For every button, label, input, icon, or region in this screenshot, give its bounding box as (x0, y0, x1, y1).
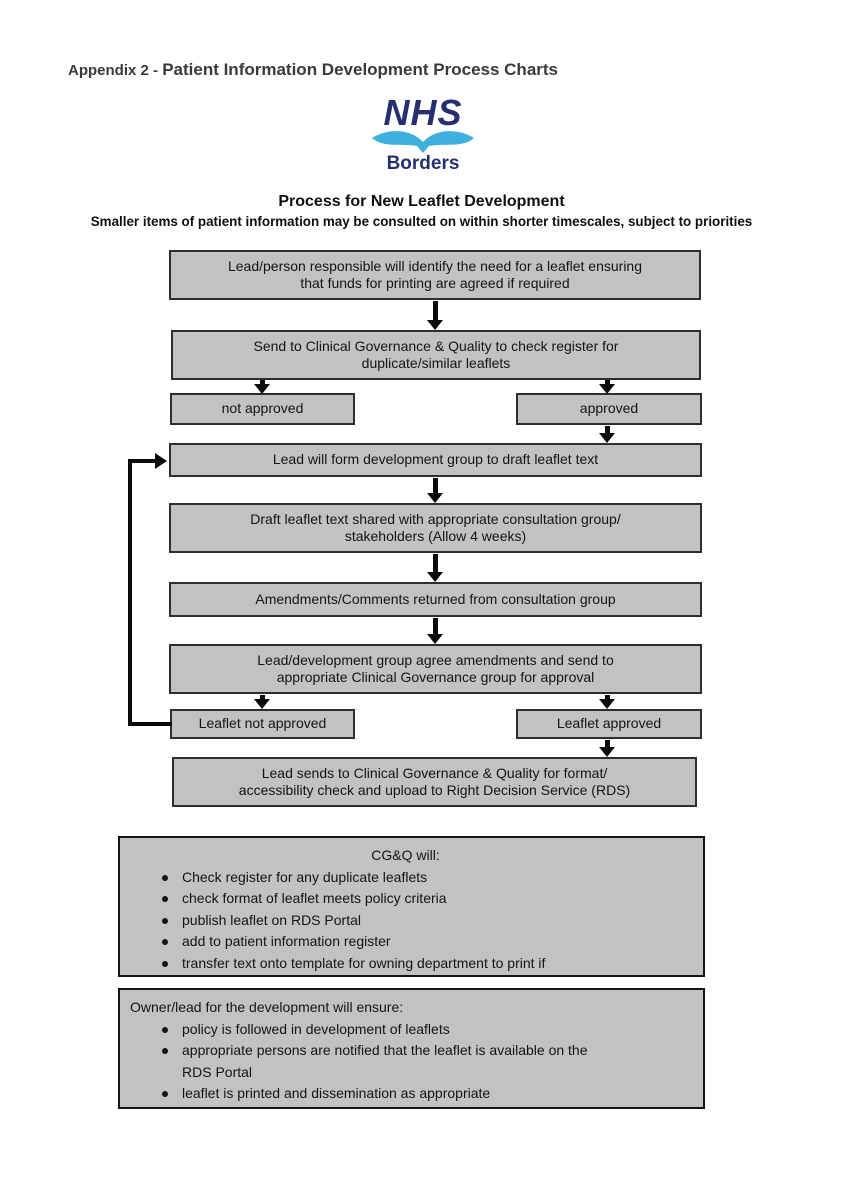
flow-arrow-identify-to-send (427, 301, 443, 330)
list-item: leaflet is printed and dissemination as … (120, 1083, 691, 1105)
list-item: Check register for any duplicate leaflet… (120, 867, 691, 889)
flow-arrow-to-approved (599, 380, 615, 394)
arrow-shaft (604, 426, 610, 433)
bullet-icon (162, 874, 168, 881)
arrow-shaft (604, 695, 610, 699)
arrow-down-icon (427, 320, 443, 330)
flow-arrow-draft-to-amendments (427, 554, 443, 582)
flow-arrow-approved-to-form-group (599, 426, 615, 443)
arrow-down-icon (599, 747, 615, 757)
page-title: Appendix 2 - Patient Information Develop… (68, 60, 558, 80)
process-heading: Process for New Leaflet Development (278, 193, 565, 210)
flow-box-send-to-cgq: Send to Clinical Governance & Quality to… (171, 330, 701, 380)
page-title-prefix: Appendix 2 - (68, 62, 163, 79)
cgq-bullet-4: add to patient information register (182, 933, 391, 949)
flow-arrow-amendments-to-agree (427, 618, 443, 644)
flow-box-form-group: Lead will form development group to draf… (169, 443, 702, 477)
cgq-bullet-5: transfer text onto template for owning d… (182, 954, 546, 971)
cgq-bullet-2: check format of leaflet meets policy cri… (182, 890, 447, 906)
flow-box-amendments-returned: Amendments/Comments returned from consul… (169, 582, 702, 617)
flow-box-identify-need: Lead/person responsible will identify th… (169, 250, 701, 300)
flow-box-draft-shared: Draft leaflet text shared with appropria… (169, 503, 702, 553)
flow-box-leaflet-approved: Leaflet approved (516, 709, 702, 739)
bullet-icon (162, 1048, 168, 1054)
flow-arrow-to-leaflet-not-approved (254, 695, 270, 709)
list-item: publish leaflet on RDS Portal (120, 910, 691, 932)
process-subheading: Smaller items of patient information may… (90, 214, 753, 229)
arrow-shaft (432, 478, 438, 493)
cgq-bullet-3: publish leaflet on RDS Portal (182, 911, 361, 928)
loop-line-top (128, 459, 156, 463)
owner-bullet-1: policy is followed in development of lea… (182, 1020, 450, 1037)
nhs-borders-logo: NHS Borders (353, 92, 493, 175)
nhs-swoosh-icon (372, 131, 474, 153)
flow-arrow-approved-to-format-check (599, 740, 615, 757)
owner-bullet-2: appropriate persons are notified that th… (182, 1042, 588, 1080)
bullet-icon (162, 917, 168, 924)
cgq-responsibilities-box: CG&Q will: Check register for any duplic… (118, 836, 705, 977)
flow-box-not-approved: not approved (170, 393, 355, 425)
bullet-icon (162, 1026, 168, 1033)
bullet-icon (162, 939, 168, 945)
bullet-icon (162, 1091, 168, 1097)
list-item: policy is followed in development of lea… (120, 1019, 691, 1041)
flow-box-approved: approved (516, 393, 702, 425)
arrow-down-icon (254, 384, 270, 394)
page-title-main: Patient Information Development Process … (162, 60, 559, 79)
arrow-right-icon (155, 453, 167, 469)
nhs-logo-text: NHS (383, 92, 463, 133)
owner-responsibilities-box: Owner/lead for the development will ensu… (118, 988, 705, 1109)
list-item: appropriate persons are notified that th… (120, 1040, 691, 1083)
cgq-box-title: CG&Q will: (371, 847, 440, 863)
arrow-shaft (259, 695, 265, 699)
owner-box-title: Owner/lead for the development will ensu… (130, 999, 404, 1015)
flow-box-leaflet-not-approved: Leaflet not approved (170, 709, 355, 739)
flow-arrow-to-not-approved (254, 380, 270, 394)
arrow-shaft (604, 740, 610, 747)
list-item: add to patient information register (120, 931, 691, 953)
arrow-down-icon (427, 493, 443, 503)
cgq-bullet-1: Check register for any duplicate leaflet… (182, 868, 428, 885)
arrow-down-icon (599, 433, 615, 443)
loop-line-vertical (128, 459, 132, 726)
bullet-icon (162, 960, 168, 967)
list-item: check format of leaflet meets policy cri… (120, 888, 691, 910)
logo-org-name: Borders (386, 153, 460, 174)
flow-arrow-form-to-draft (427, 478, 443, 503)
arrow-down-icon (427, 572, 443, 582)
bullet-icon (162, 896, 168, 902)
arrow-shaft (259, 380, 265, 384)
flow-arrow-to-leaflet-approved (599, 695, 615, 709)
arrow-shaft (432, 554, 438, 572)
arrow-shaft (432, 618, 438, 634)
list-item: transfer text onto template for owning d… (120, 953, 691, 975)
owner-bullet-3: leaflet is printed and dissemination as … (182, 1085, 491, 1101)
arrow-down-icon (254, 699, 270, 709)
arrow-down-icon (599, 699, 615, 709)
loop-line-bottom (128, 722, 172, 726)
arrow-shaft (432, 301, 438, 320)
arrow-down-icon (427, 634, 443, 644)
arrow-down-icon (599, 384, 615, 394)
arrow-shaft (604, 380, 610, 384)
swoosh-shape (372, 131, 474, 153)
flow-box-agree-amendments: Lead/development group agree amendments … (169, 644, 702, 694)
flow-box-format-check: Lead sends to Clinical Governance & Qual… (172, 757, 697, 807)
